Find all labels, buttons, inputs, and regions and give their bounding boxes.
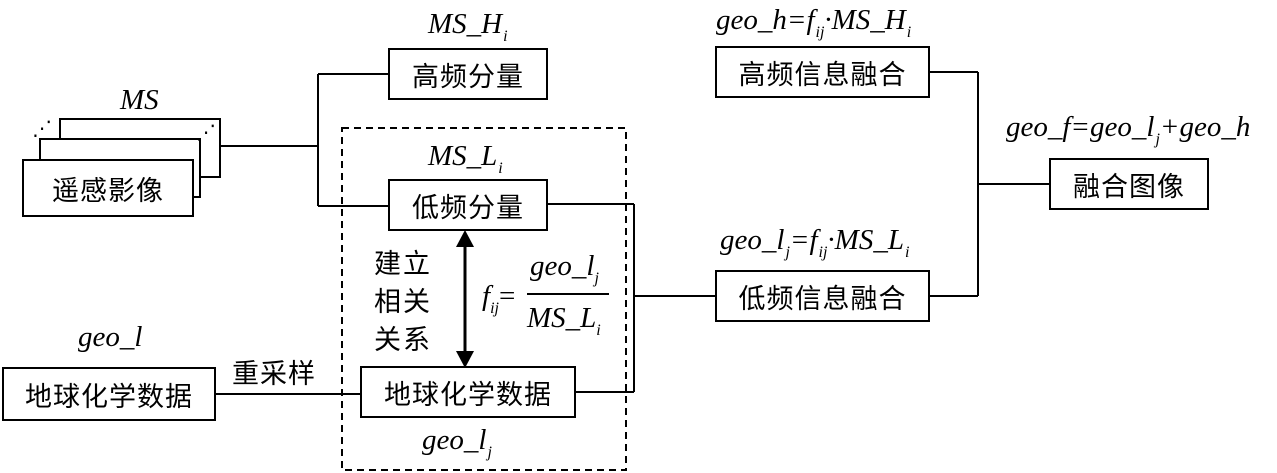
geochem-data-left-box: 地球化学数据: [2, 367, 216, 421]
dashed-frame: [341, 127, 627, 471]
ms-h-base: MS_H: [428, 8, 503, 40]
fij-num-base: geo_l: [530, 250, 595, 282]
correlation-label: 建立 相关 关系: [372, 246, 434, 360]
fij-lhs-sub: ij: [490, 300, 499, 317]
low-formula-part1: geo_l: [720, 224, 785, 256]
fused-formula: geo_f=geo_lj+geo_h: [1006, 113, 1250, 148]
low-formula-part3: ·MS_L: [827, 224, 904, 256]
high-freq-fusion-box: 高频信息融合: [715, 46, 930, 98]
high-fusion-formula: geo_h=fij·MS_Hi: [716, 6, 911, 41]
geo-lj-base: geo_l: [422, 424, 487, 456]
low-formula-part2: =f: [789, 224, 818, 256]
fij-lhs: fij=: [482, 280, 515, 318]
fij-den-sub: i: [596, 322, 601, 339]
fij-equals: =: [498, 280, 516, 312]
correlation-line-1: 建立: [374, 249, 432, 280]
arrow-head-down: [456, 351, 474, 368]
geo-lj-label: geo_lj: [422, 426, 492, 461]
sheet-ellipsis-left: ⋰: [32, 116, 52, 140]
geo-lj-sub: j: [487, 444, 492, 461]
remote-image-box: 遥感影像: [22, 159, 194, 217]
sheet-ellipsis-right: ⋰: [196, 120, 216, 144]
ms-l-base: MS_L: [428, 140, 498, 172]
ms-label: MS: [120, 84, 159, 116]
fij-num-sub: j: [594, 270, 599, 287]
ms-l-sub: i: [498, 160, 503, 177]
resample-label: 重采样: [232, 359, 316, 390]
geochem-data-inner-box: 地球化学数据: [360, 366, 576, 418]
fused-formula-part2: +geo_h: [1159, 111, 1251, 143]
high-formula-sub1: ij: [815, 24, 825, 41]
fused-image-box: 融合图像: [1049, 158, 1209, 210]
ms-h-label: MS_Hi: [428, 10, 508, 45]
low-formula-sub2: ij: [818, 244, 828, 261]
fij-lhs-f: f: [482, 280, 491, 312]
low-freq-component-box: 低频分量: [388, 179, 548, 231]
ms-h-sub: i: [503, 28, 508, 45]
low-freq-fusion-box: 低频信息融合: [715, 270, 930, 322]
ms-l-label: MS_Li: [428, 142, 503, 177]
geo-l-label: geo_l: [78, 321, 143, 353]
fij-den-base: MS_L: [527, 302, 597, 334]
correlation-line-3: 关系: [374, 325, 432, 356]
fused-formula-part1: geo_f=geo_l: [1006, 111, 1155, 143]
arrow-head-up: [456, 230, 474, 247]
fij-denominator: MS_Li: [527, 302, 601, 340]
high-freq-component-box: 高频分量: [388, 48, 548, 100]
high-formula-part1: geo_h=f: [716, 4, 815, 36]
low-formula-sub3: i: [904, 244, 910, 261]
low-fusion-formula: geo_lj=fij·MS_Li: [720, 226, 909, 261]
high-formula-sub2: i: [906, 24, 912, 41]
high-formula-part2: ·MS_H: [824, 4, 906, 36]
low-formula-sub1: j: [785, 244, 790, 261]
correlation-line-2: 相关: [374, 287, 432, 318]
fused-formula-sub1: j: [1155, 131, 1160, 148]
fij-numerator: geo_lj: [530, 250, 599, 288]
